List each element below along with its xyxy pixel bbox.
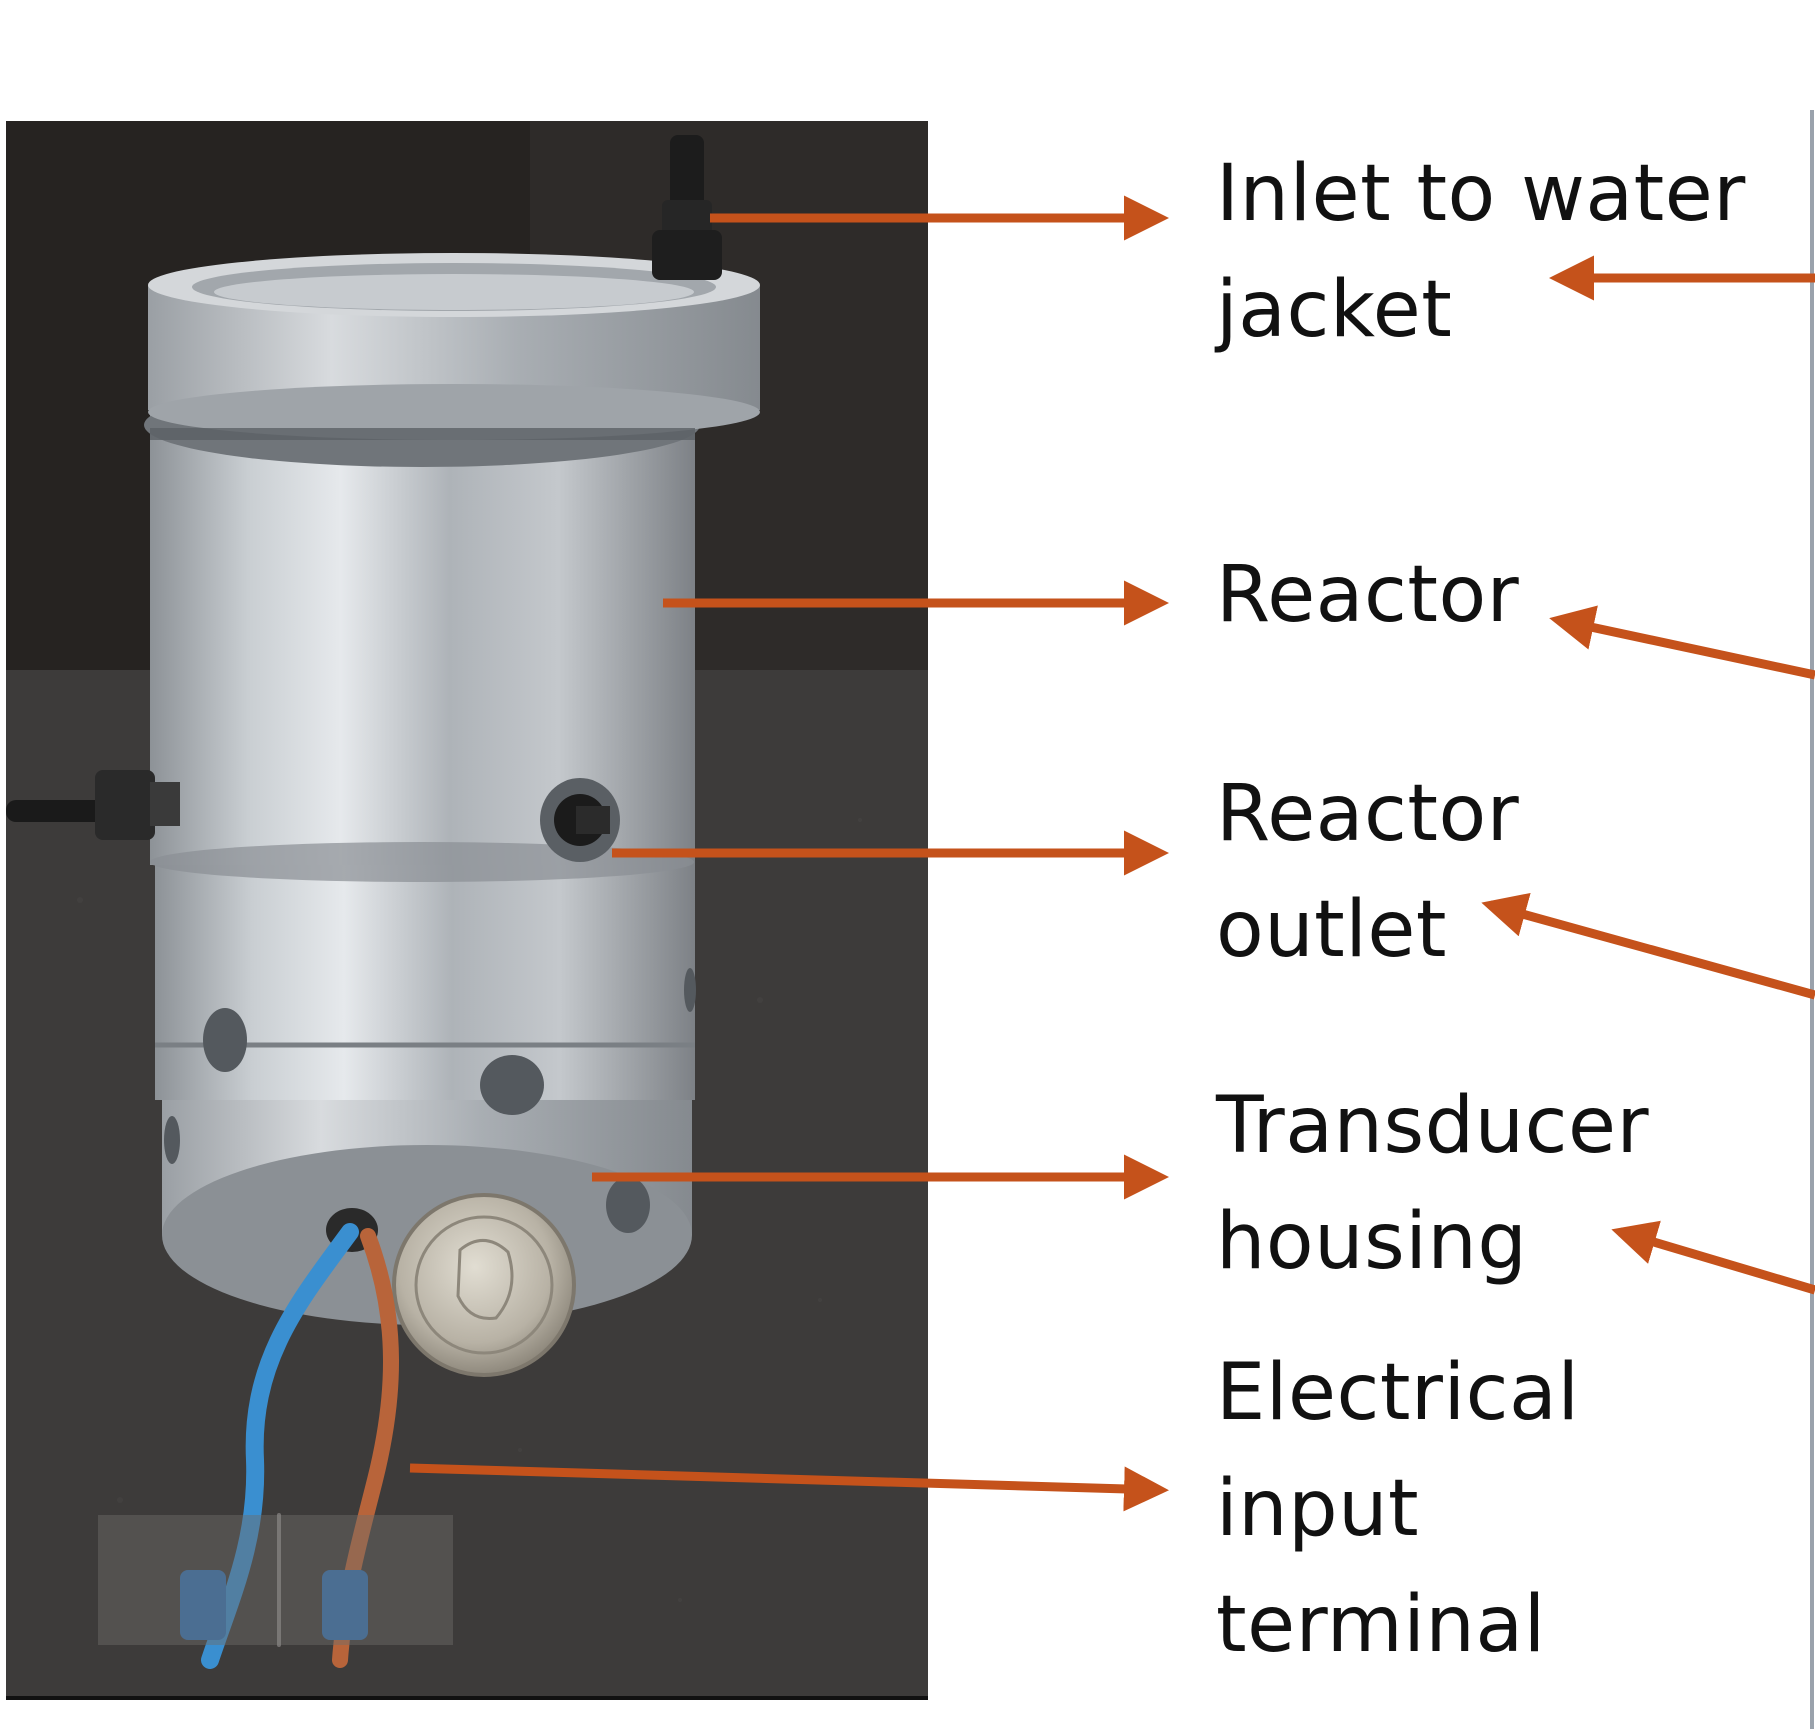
incoming-arrow-transducer (1611, 1220, 1815, 1295)
wires (98, 1223, 453, 1669)
label-outlet-line-2: outlet (1216, 885, 1447, 975)
callout-arrows (409, 195, 1169, 1512)
incoming-arrow-outlet (1481, 892, 1815, 1000)
terminal-inset-box (98, 1515, 453, 1645)
reactor-photo (6, 121, 928, 1698)
label-inlet-line-2: jacket (1216, 265, 1453, 355)
label-reactor: Reactor (1216, 537, 1519, 653)
label-electrical-line-1: Electrical (1216, 1348, 1580, 1438)
label-reactor-line-1: Reactor (1216, 550, 1520, 640)
label-outlet-line-1: Reactor (1216, 769, 1520, 859)
reactor-outlet-fitting (540, 778, 620, 862)
blue-wire (201, 1223, 359, 1669)
label-reactor-outlet: Reactor outlet (1216, 756, 1519, 988)
label-electrical-input-terminal: Electrical input terminal (1216, 1335, 1580, 1683)
label-transducer-line-1: Transducer (1216, 1081, 1650, 1171)
label-inlet-to-water-jacket: Inlet to water jacket (1216, 136, 1746, 368)
label-transducer-line-2: housing (1216, 1197, 1528, 1287)
incoming-arrows-right (1481, 255, 1815, 1295)
incoming-arrow-reactor (1549, 605, 1815, 680)
arrow-electrical (409, 1463, 1169, 1512)
label-inlet-line-1: Inlet to water (1216, 149, 1746, 239)
label-electrical-line-2: input (1216, 1464, 1420, 1554)
reactor-cylinder (144, 253, 760, 1325)
water-jacket-inlet-fitting (652, 135, 722, 280)
label-transducer-housing: Transducer housing (1216, 1068, 1649, 1300)
label-electrical-line-3: terminal (1216, 1580, 1546, 1670)
coin (392, 1193, 576, 1377)
terminal-right (322, 1570, 368, 1640)
terminal-left (180, 1570, 226, 1640)
side-tube-fitting (6, 770, 180, 840)
